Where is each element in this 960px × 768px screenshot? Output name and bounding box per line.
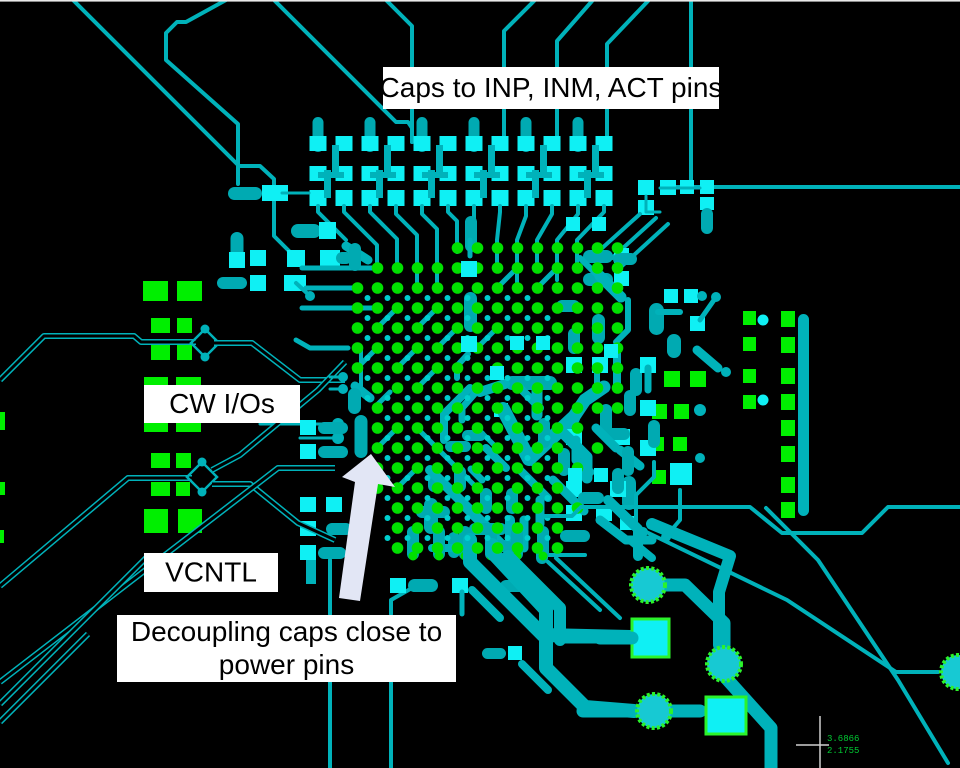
svg-text:Decoupling caps close to: Decoupling caps close to: [131, 616, 442, 647]
svg-text:power pins: power pins: [219, 649, 354, 680]
svg-text:2.1755: 2.1755: [827, 746, 859, 756]
svg-text:VCNTL: VCNTL: [165, 557, 257, 588]
svg-text:Caps to INP, INM, ACT pins: Caps to INP, INM, ACT pins: [380, 72, 723, 103]
svg-text:3.6866: 3.6866: [827, 734, 859, 744]
svg-text:CW I/Os: CW I/Os: [169, 388, 275, 419]
